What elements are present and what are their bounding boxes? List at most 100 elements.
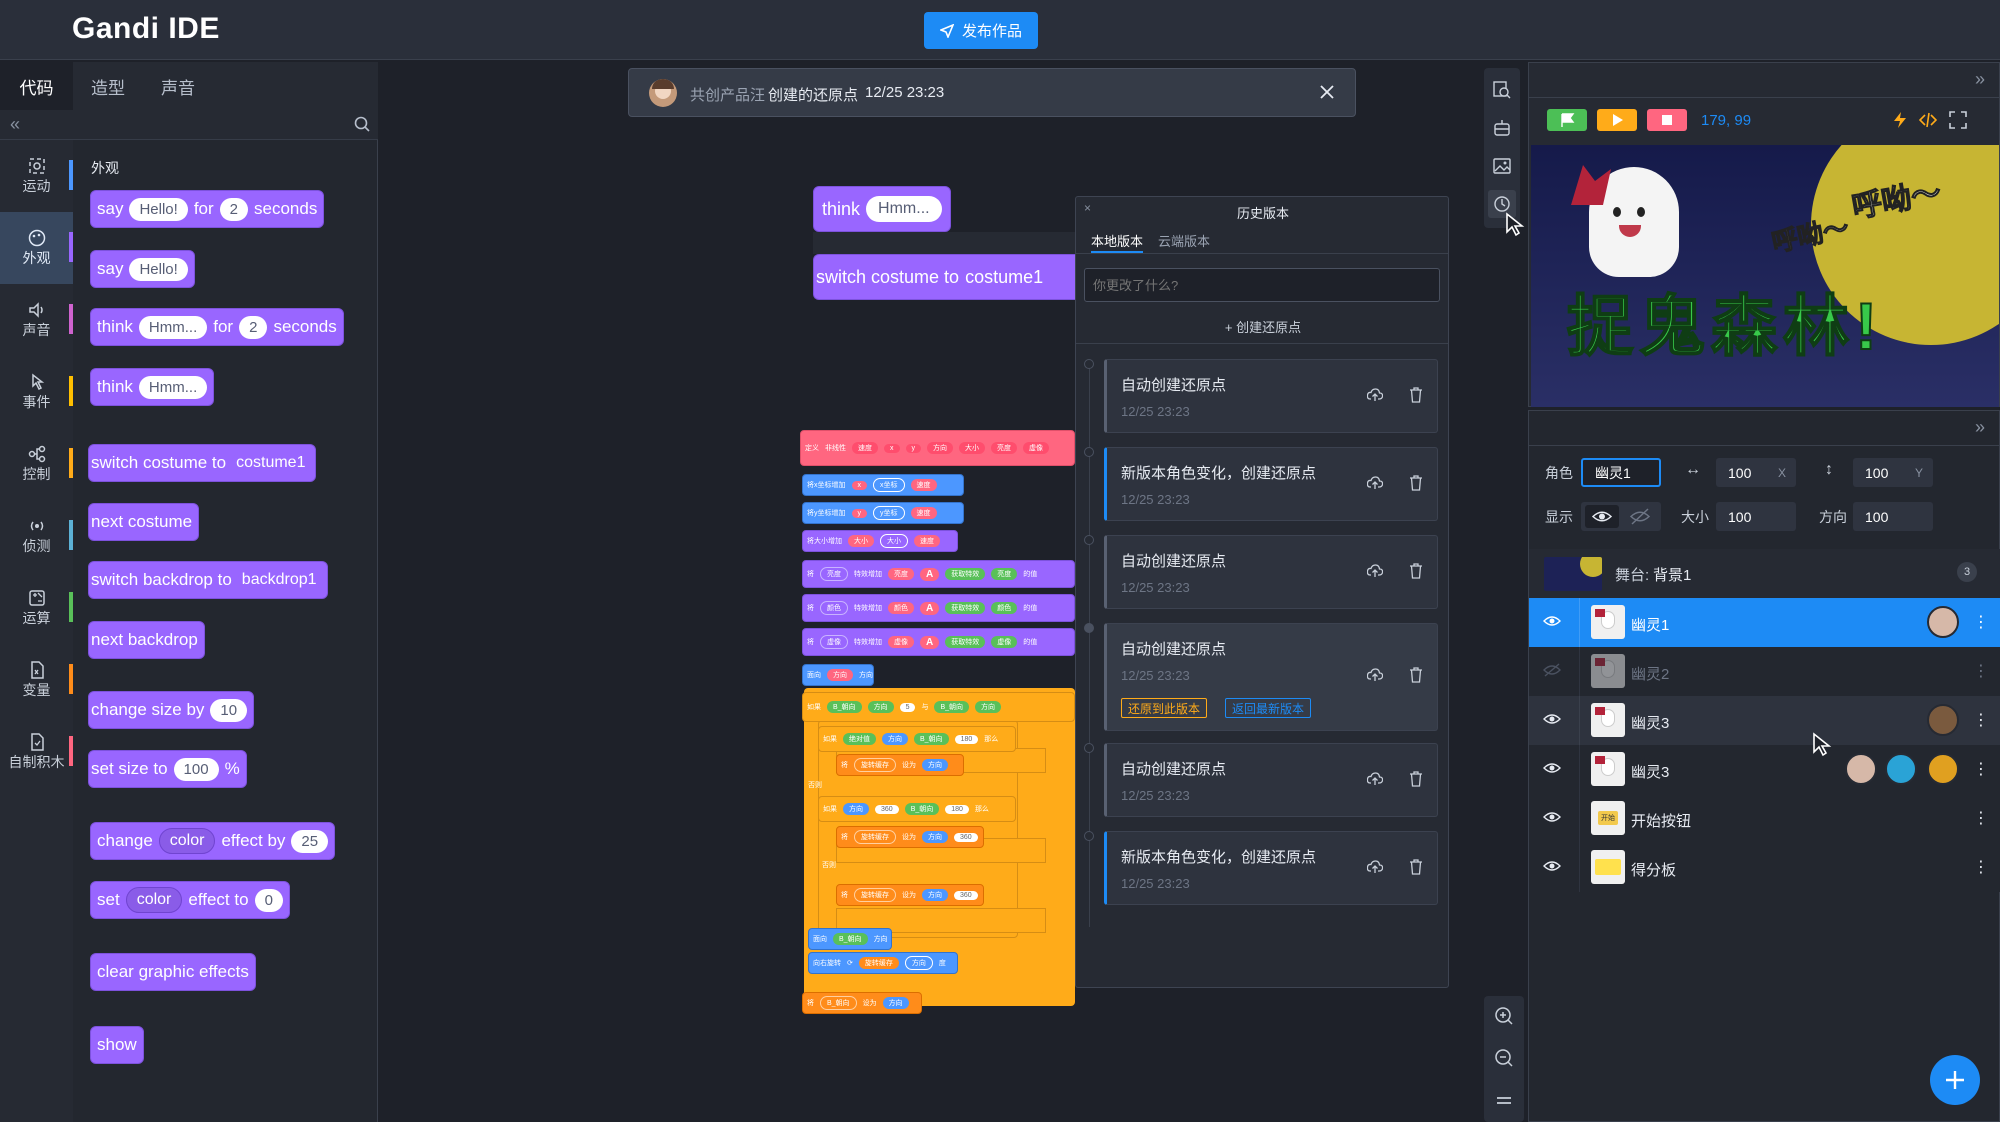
upload-icon[interactable]	[1367, 564, 1383, 578]
category-control[interactable]: 控制	[0, 428, 73, 500]
upload-icon[interactable]	[1367, 388, 1383, 402]
eye-icon[interactable]	[1543, 810, 1561, 824]
turn-right-block[interactable]: 向右旋转 ⟳ 旋转缓存 方向 度	[808, 952, 958, 974]
block-clear-effects[interactable]: clear graphic effects	[90, 953, 256, 991]
nested-if-condition[interactable]: 如果 绝对值 方向 B_朝向 180 那么	[818, 726, 1016, 752]
change-x-block[interactable]: 将x坐标增加 x x坐标 速度	[802, 474, 964, 496]
eye-icon[interactable]	[1543, 761, 1561, 775]
category-events[interactable]: 事件	[0, 356, 73, 428]
more-icon[interactable]: ⋮	[1973, 663, 1989, 680]
more-icon[interactable]: ⋮	[1973, 712, 1989, 729]
block-dropdown[interactable]: costume1	[232, 451, 310, 475]
history-item[interactable]: 自动创建还原点 12/25 23:23	[1104, 359, 1438, 433]
block-input[interactable]: 100	[173, 757, 219, 781]
block-dropdown[interactable]: backdrop1	[237, 568, 321, 592]
category-looks[interactable]: 外观	[0, 212, 73, 284]
change-effect-mini-block[interactable]: 将 虚像 特效增加 虚像 A 获取特效 虚像 的值	[802, 628, 1075, 656]
turbo-icon[interactable]	[1892, 111, 1908, 129]
block-set-size[interactable]: set size to 100 %	[88, 750, 247, 788]
change-effect-mini-block[interactable]: 将 亮度 特效增加 亮度 A 获取特效 亮度 的值	[802, 560, 1075, 588]
history-item[interactable]: 自动创建还原点 12/25 23:23	[1104, 535, 1438, 609]
stop-button[interactable]	[1647, 109, 1687, 131]
set-variable-block[interactable]: 将 B_朝向 设为 方向	[802, 992, 922, 1014]
size-input[interactable]: 100	[1716, 502, 1796, 531]
visibility-toggle[interactable]	[1581, 502, 1661, 531]
image-icon[interactable]	[1492, 156, 1512, 176]
category-sensing[interactable]: 侦测	[0, 500, 73, 572]
block-input[interactable]: 25	[291, 829, 329, 853]
more-icon[interactable]: ⋮	[1973, 614, 1989, 631]
tab-local-versions[interactable]: 本地版本	[1091, 234, 1144, 249]
trash-icon[interactable]	[1409, 771, 1423, 787]
search-image-icon[interactable]	[1492, 80, 1512, 100]
change-description-input[interactable]	[1084, 268, 1440, 302]
workspace-think-block[interactable]: think Hmm...	[813, 186, 951, 232]
define-block[interactable]: 定义 非线性 速度 x y 方向 大小 亮度 虚像	[800, 430, 1075, 466]
block-think-for-seconds[interactable]: think Hmm... for 2 seconds	[90, 308, 344, 346]
category-variables[interactable]: 变量	[0, 644, 73, 716]
robot-icon[interactable]	[1492, 118, 1512, 138]
history-item-selected[interactable]: 自动创建还原点 12/25 23:23 还原到此版本 返回最新版本	[1104, 623, 1438, 731]
block-input[interactable]: Hmm...	[138, 315, 208, 339]
category-operators[interactable]: 运算	[0, 572, 73, 644]
block-say[interactable]: say Hello!	[90, 250, 195, 288]
direction-input[interactable]: 100	[1853, 502, 1933, 531]
if-condition-block[interactable]: 如果 B_朝向 方向 5 与 B_朝向 方向	[802, 692, 1075, 722]
block-input[interactable]: Hmm...	[138, 375, 208, 399]
history-item[interactable]: 自动创建还原点 12/25 23:23	[1104, 743, 1438, 817]
history-item[interactable]: 新版本角色变化，创建还原点 12/25 23:23	[1104, 831, 1438, 905]
collapse-icon[interactable]: «	[10, 114, 21, 134]
eye-off-icon[interactable]	[1543, 663, 1561, 677]
expand-icon[interactable]: »	[1975, 417, 1986, 437]
block-input[interactable]: 2	[239, 315, 268, 339]
zoom-reset-icon[interactable]	[1494, 1090, 1514, 1110]
block-change-effect[interactable]: change color effect by 25	[90, 822, 336, 860]
add-sprite-button[interactable]	[1930, 1055, 1980, 1105]
zoom-out-icon[interactable]	[1494, 1048, 1514, 1068]
stage-canvas[interactable]: 呼呦～ 呼呦～ 捉鬼森林!	[1531, 145, 1999, 407]
block-say-for-seconds[interactable]: say Hello! for 2 seconds	[90, 190, 325, 228]
category-my-blocks[interactable]: 自制积木	[0, 716, 73, 788]
change-effect-mini-block[interactable]: 将 颜色 特效增加 颜色 A 获取特效 颜色 的值	[802, 594, 1075, 622]
sprite-row[interactable]: 幽灵3 ⋮	[1529, 696, 2000, 745]
history-item[interactable]: 新版本角色变化，创建还原点 12/25 23:23	[1104, 447, 1438, 521]
more-icon[interactable]: ⋮	[1973, 859, 1989, 876]
eye-icon[interactable]	[1585, 505, 1619, 528]
fullscreen-icon[interactable]	[1949, 111, 1967, 129]
sprite-row[interactable]: 开始 开始按钮 ⋮	[1529, 794, 2000, 843]
eye-off-icon[interactable]	[1623, 505, 1657, 528]
create-restore-point-button[interactable]: + 创建还原点	[1224, 320, 1302, 335]
upload-icon[interactable]	[1367, 668, 1383, 682]
block-dropdown[interactable]: color	[158, 828, 216, 854]
stage-row[interactable]: 舞台: 背景1 3	[1529, 549, 2000, 598]
sprite-row[interactable]: 得分板 ⋮	[1529, 843, 2000, 892]
publish-button[interactable]: 发布作品	[924, 12, 1038, 49]
block-input[interactable]: 2	[219, 197, 249, 221]
category-sound[interactable]: 声音	[0, 284, 73, 356]
block-change-size[interactable]: change size by 10	[88, 691, 255, 729]
play-button[interactable]	[1597, 109, 1637, 131]
trash-icon[interactable]	[1409, 387, 1423, 403]
sprite-row-selected[interactable]: 幽灵1 ⋮	[1529, 598, 2000, 647]
upload-icon[interactable]	[1367, 476, 1383, 490]
change-size-mini-block[interactable]: 将大小增加 大小 大小 速度	[802, 530, 958, 552]
set-variable-block[interactable]: 将 旋转缓存 设为 方向 360	[836, 884, 984, 906]
trash-icon[interactable]	[1409, 667, 1423, 683]
set-variable-block[interactable]: 将 旋转缓存 设为 方向 360	[836, 826, 984, 848]
tab-code[interactable]: 代码	[0, 62, 73, 110]
set-variable-block[interactable]: 将 旋转缓存 设为 方向	[836, 754, 964, 776]
zoom-in-icon[interactable]	[1494, 1006, 1514, 1026]
upload-icon[interactable]	[1367, 860, 1383, 874]
block-input[interactable]: Hmm...	[866, 196, 942, 222]
block-switch-costume[interactable]: switch costume to costume1	[88, 444, 317, 482]
tab-sounds[interactable]: 声音	[143, 62, 213, 110]
point-direction-block[interactable]: 面向 B_朝向 方向	[808, 928, 892, 950]
upload-icon[interactable]	[1367, 772, 1383, 786]
code-icon[interactable]	[1919, 111, 1937, 129]
block-input[interactable]: Hello!	[129, 257, 188, 281]
block-think[interactable]: think Hmm...	[90, 368, 215, 406]
category-motion[interactable]: 运动	[0, 140, 73, 212]
expand-icon[interactable]: »	[1975, 69, 1986, 89]
block-next-backdrop[interactable]: next backdrop	[88, 621, 205, 659]
